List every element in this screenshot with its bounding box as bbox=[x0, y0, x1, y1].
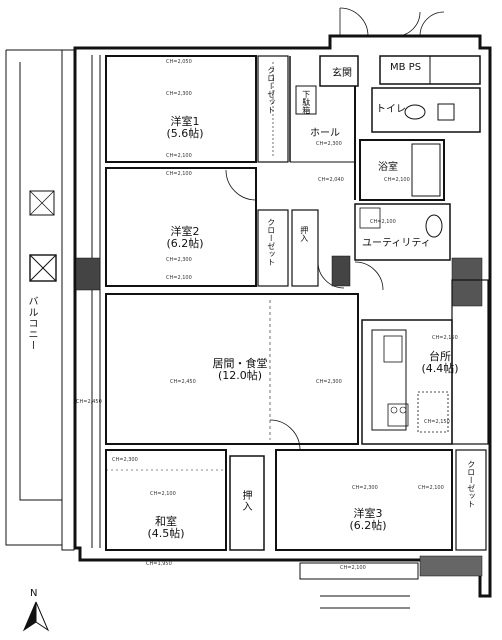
hall-label: ホール bbox=[310, 128, 340, 139]
toilet-bowl bbox=[404, 104, 426, 120]
closet-w3-label: クローゼット bbox=[466, 460, 476, 508]
room-name: 和室 bbox=[154, 515, 177, 528]
stove bbox=[387, 403, 409, 427]
western-room-3 bbox=[275, 449, 453, 551]
room-size: (6.2帖) bbox=[166, 237, 204, 251]
push-in-hall bbox=[291, 209, 319, 287]
closet-w2-label: クローゼット bbox=[266, 218, 276, 266]
ch-kitchen: CH=2,150 bbox=[432, 335, 458, 341]
utility-label: ユーティリティ bbox=[362, 238, 431, 249]
closet-w3 bbox=[455, 449, 487, 551]
room-size: (4.4帖) bbox=[421, 362, 459, 376]
shoebox-label: 下駄箱 bbox=[301, 90, 311, 114]
north-arrow-icon bbox=[22, 601, 50, 632]
shoebox bbox=[295, 85, 317, 115]
living-dining bbox=[105, 293, 359, 445]
kitchen-label: 台所 (4.4帖) bbox=[421, 350, 459, 376]
ch-bath: CH=2,100 bbox=[384, 177, 410, 183]
ch-washitsu-a: CH=2,100 bbox=[150, 491, 176, 497]
closet-w1 bbox=[257, 55, 289, 163]
ch-w3-b: CH=2,100 bbox=[418, 485, 444, 491]
balcony-label: バルコニー bbox=[26, 296, 37, 351]
room-name: 台所 bbox=[428, 350, 451, 363]
room-name: 洋室3 bbox=[353, 507, 383, 520]
bath-label: 浴室 bbox=[378, 162, 398, 173]
balcony-drain bbox=[29, 254, 57, 282]
entrance bbox=[319, 55, 359, 87]
ch-washitsu-c: CH=1,950 bbox=[146, 561, 172, 567]
ch-hall: CH=2,300 bbox=[316, 141, 342, 147]
ch-w1-b: CH=2,100 bbox=[166, 153, 192, 159]
bathroom bbox=[359, 139, 445, 201]
utility-room bbox=[354, 203, 451, 261]
ch-w2-a: CH=2,300 bbox=[166, 257, 192, 263]
push-in-washitsu-label: 押入 bbox=[240, 490, 251, 512]
ch-w2-b: CH=2,100 bbox=[166, 275, 192, 281]
exterior-wall bbox=[73, 34, 492, 598]
balcony-outline bbox=[5, 50, 62, 546]
ch-washitsu-b: CH=2,300 bbox=[112, 457, 138, 463]
washbasin bbox=[425, 214, 443, 238]
room-size: (5.6帖) bbox=[166, 127, 204, 141]
bottom-strip bbox=[299, 562, 419, 580]
north-label: N bbox=[30, 588, 38, 599]
room-name: 居間・食堂 bbox=[212, 357, 268, 370]
closet-w1-label: クローゼット bbox=[266, 66, 276, 114]
ch-kitchen-b: CH=2,150 bbox=[424, 419, 450, 425]
room-size: (12.0帖) bbox=[217, 369, 263, 383]
ch-utility: CH=2,100 bbox=[370, 219, 396, 225]
ch-living-left: CH=2,450 bbox=[76, 399, 102, 405]
ch-living-b: CH=2,300 bbox=[316, 379, 342, 385]
toilet-label: トイレ bbox=[376, 104, 406, 115]
ch-living-a: CH=2,450 bbox=[170, 379, 196, 385]
ch-w1-top: CH=2,050 bbox=[166, 59, 192, 65]
toilet-room bbox=[371, 87, 481, 133]
washitsu bbox=[105, 449, 227, 551]
fridge-space bbox=[417, 391, 449, 433]
closet-w2 bbox=[257, 209, 289, 287]
push-in-washitsu bbox=[229, 455, 265, 551]
balcony-hatch bbox=[29, 190, 55, 216]
ch-w3-c: CH=2,100 bbox=[340, 565, 366, 571]
western-room-1 bbox=[105, 55, 257, 163]
washitsu-label: 和室 (4.5帖) bbox=[147, 515, 185, 541]
western-room-2-label: 洋室2 (6.2帖) bbox=[166, 225, 204, 251]
push-in-hall-label: 押入 bbox=[299, 226, 309, 242]
entrance-label: 玄関 bbox=[332, 68, 352, 79]
living-dining-label: 居間・食堂 (12.0帖) bbox=[212, 357, 268, 383]
ch-w1-a: CH=2,300 bbox=[166, 91, 192, 97]
western-room-3-label: 洋室3 (6.2帖) bbox=[349, 507, 387, 533]
room-size: (4.5帖) bbox=[147, 527, 185, 541]
ch-w2-top: CH=2,100 bbox=[166, 171, 192, 177]
kitchen-counter bbox=[371, 329, 407, 431]
kitchen-sink bbox=[383, 335, 403, 363]
ch-hall-b: CH=2,040 bbox=[318, 177, 344, 183]
room-size: (6.2帖) bbox=[349, 519, 387, 533]
room-name: 洋室1 bbox=[170, 115, 200, 128]
ch-w3-a: CH=2,300 bbox=[352, 485, 378, 491]
western-room-1-label: 洋室1 (5.6帖) bbox=[166, 115, 204, 141]
mbps-label: MB PS bbox=[390, 62, 422, 73]
room-name: 洋室2 bbox=[170, 225, 200, 238]
bathtub bbox=[411, 143, 441, 197]
western-room-2 bbox=[105, 167, 257, 287]
